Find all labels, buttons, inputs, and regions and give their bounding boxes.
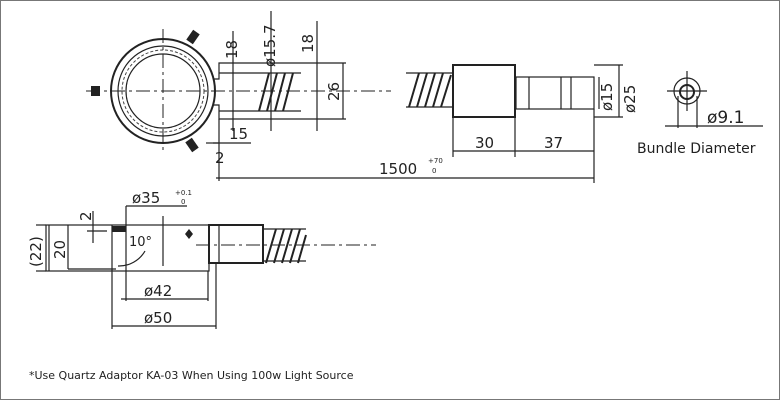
tolerance-lower-35: 0 <box>181 198 185 206</box>
dim-20: 20 <box>51 240 69 259</box>
tolerance-upper-35: +0.1 <box>175 189 192 197</box>
tolerance-lower: 0 <box>432 167 436 175</box>
dim-dia-50: ø50 <box>144 309 172 327</box>
fiber-head <box>206 11 346 181</box>
thread-icon <box>258 72 294 112</box>
dim-37: 37 <box>544 134 563 152</box>
dim-dia-25: ø25 <box>621 85 639 113</box>
dim-15: 15 <box>229 125 248 143</box>
screw-icon <box>186 29 200 45</box>
dim-18-left: 18 <box>223 40 241 59</box>
bundle-diameter-label: Bundle Diameter <box>637 141 756 157</box>
ring-light-top-view <box>86 29 391 153</box>
dim-2-side: 2 <box>77 211 95 221</box>
dim-1500: 1500 <box>379 160 417 178</box>
angle-10: 10° <box>129 235 152 250</box>
dim-dia-15: ø15 <box>598 83 616 111</box>
bundle-diameter-value: ø9.1 <box>707 108 744 128</box>
footnote: *Use Quartz Adaptor KA-03 When Using 100… <box>29 369 354 382</box>
screw-icon <box>91 86 100 96</box>
screw-icon <box>185 137 199 153</box>
dim-30: 30 <box>475 134 494 152</box>
bundle-cross-section-icon <box>665 71 763 128</box>
dim-dia-35: ø35 <box>132 189 160 207</box>
dim-22: (22) <box>27 236 45 267</box>
dim-2: 2 <box>215 149 225 167</box>
dim-18-right: 18 <box>299 34 317 53</box>
connector-end <box>216 64 623 183</box>
dim-26: 26 <box>325 82 343 101</box>
fixing-screw-icon <box>185 229 193 239</box>
dim-dia-42: ø42 <box>144 282 172 300</box>
ring-light-side-view <box>36 205 376 329</box>
dim-dia-15-7: ø15.7 <box>261 24 279 67</box>
tolerance-upper: +70 <box>428 157 443 165</box>
